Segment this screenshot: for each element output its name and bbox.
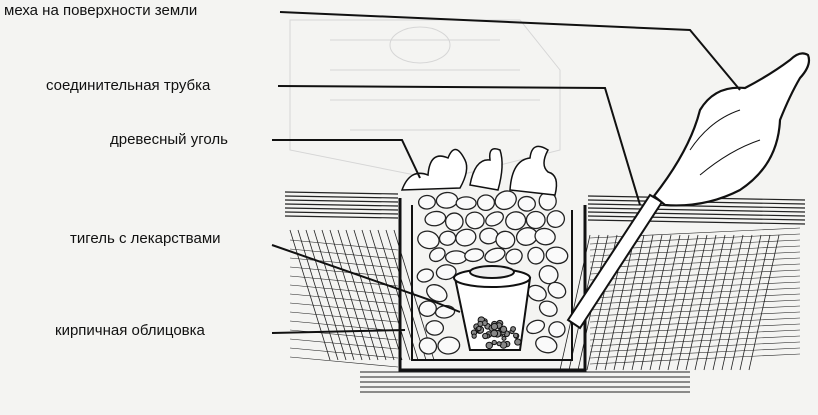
crucible-medicine — [470, 316, 522, 350]
label-brick-lining: кирпичная облицовка — [55, 322, 205, 339]
brick-lining — [398, 198, 587, 372]
connecting-tube — [566, 193, 664, 330]
charcoal-pieces — [416, 190, 569, 355]
label-connecting-tube: соединительная трубка — [46, 77, 211, 94]
label-crucible: тигель с лекарствами — [70, 230, 221, 247]
leader-lines — [271, 11, 741, 334]
ground-surface — [284, 191, 806, 393]
bellows — [652, 52, 811, 207]
label-bellows: меха на поверхности земли — [4, 2, 198, 19]
background-sketch — [289, 19, 561, 181]
label-charcoal: древесный уголь — [110, 131, 228, 148]
flames — [400, 145, 558, 196]
